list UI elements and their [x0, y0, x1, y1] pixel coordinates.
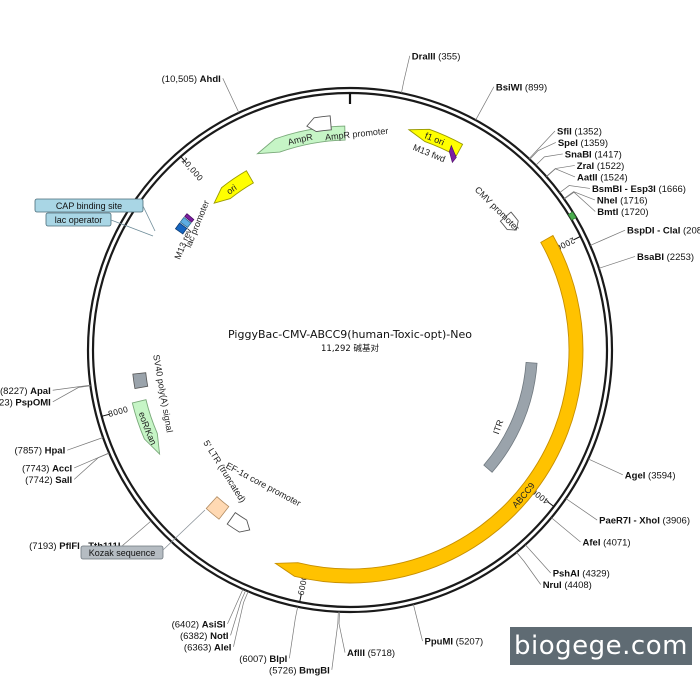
- site-bsiwi: BsiWI (899): [475, 82, 547, 121]
- site-pshai: PshAI (4329): [525, 544, 610, 579]
- cap-binding-site-box: CAP binding site: [34, 198, 156, 232]
- tick-6000: [299, 594, 302, 603]
- svg-text:DraIII (355): DraIII (355): [412, 51, 461, 62]
- site-bsabi: BsaBI (2253): [598, 252, 694, 269]
- svg-text:(8227) ApaI: (8227) ApaI: [0, 386, 51, 397]
- site-alei: (6363) AleI: [184, 591, 249, 653]
- m13-fwd-marker: [449, 144, 457, 164]
- neor-kanr-arrow: [131, 399, 161, 456]
- itr-band: [483, 362, 538, 473]
- svg-text:CAP binding site: CAP binding site: [56, 201, 122, 211]
- tick-label-10000: 10,000: [179, 156, 204, 183]
- site-noti: (6382) NotI: [180, 590, 247, 642]
- svg-text:PaeR7I - XhoI (3906): PaeR7I - XhoI (3906): [599, 516, 690, 527]
- site-blpi: (6007) BlpI: [239, 606, 299, 665]
- site-aflii: AflII (5718): [338, 611, 395, 659]
- svg-text:SpeI (1359): SpeI (1359): [558, 138, 608, 149]
- site-nrui: NruI (4408): [516, 552, 592, 591]
- svg-text:BsmBI - Esp3I (1666): BsmBI - Esp3I (1666): [592, 184, 686, 195]
- svg-text:Kozak sequence: Kozak sequence: [89, 548, 156, 558]
- site-aatii: AatII (1524): [546, 168, 628, 183]
- svg-text:BsiWI (899): BsiWI (899): [496, 82, 547, 93]
- cmv-promoter-label: CMV promoter: [473, 185, 521, 233]
- site-sfii: SfiI (1352): [528, 126, 602, 159]
- site-hpai: (7857) HpaI: [15, 437, 104, 457]
- ef1a-promoter-arrow: [226, 511, 251, 533]
- lac-operator-box: lac operator: [45, 212, 154, 237]
- tick-10000: [180, 156, 187, 163]
- lac-marker-2: [179, 216, 192, 229]
- abcc9-arrow: [274, 234, 584, 584]
- svg-text:AfeI (4071): AfeI (4071): [583, 537, 631, 548]
- svg-text:(8223) PspOMI: (8223) PspOMI: [0, 397, 51, 408]
- svg-text:(5726) BmgBI: (5726) BmgBI: [269, 665, 330, 676]
- tick-label-8000: 8000: [107, 405, 129, 419]
- f1-ori-arrow: [407, 128, 464, 157]
- site-apai: (8227) ApaI: [0, 384, 91, 397]
- site-draiii: DraIII (355): [401, 51, 461, 94]
- restriction-sites: DraIII (355) BsiWI (899) SfiI (1352)SpeI (…: [0, 51, 700, 676]
- svg-text:(7742) SalI: (7742) SalI: [25, 475, 72, 486]
- ltr-band: [205, 496, 230, 520]
- svg-text:NheI (1716): NheI (1716): [597, 195, 648, 206]
- backbone-outer: [86, 86, 614, 614]
- site-bmti: BmtI (1720): [563, 191, 649, 218]
- svg-text:(6007) BlpI: (6007) BlpI: [239, 654, 287, 665]
- site-paer7i-xhoi: PaeR7I - XhoI (3906): [565, 498, 690, 527]
- site-spei: SpeI (1359): [529, 138, 608, 160]
- tick-label-6000: 6000: [297, 574, 310, 596]
- svg-text:(10,505) AhdI: (10,505) AhdI: [162, 74, 221, 85]
- lac-marker-3: [184, 213, 195, 223]
- svg-text:BmtI (1720): BmtI (1720): [597, 207, 648, 218]
- plasmid-size: 11,292 碱基对: [321, 343, 379, 354]
- svg-text:(6382) NotI: (6382) NotI: [180, 631, 229, 642]
- itr-label: ITR: [491, 418, 506, 436]
- ampr-promoter-arrow: [306, 115, 332, 133]
- lac-marker-1: [174, 222, 188, 235]
- svg-text:BspDI - ClaI (2085): BspDI - ClaI (2085): [627, 226, 700, 237]
- kozak-sequence-box: Kozak sequence: [80, 509, 206, 560]
- svg-text:AflII (5718): AflII (5718): [347, 648, 395, 659]
- svg-text:NruI (4408): NruI (4408): [543, 580, 592, 591]
- site-agei: AgeI (3594): [588, 458, 676, 481]
- svg-text:ZraI (1522): ZraI (1522): [577, 161, 625, 172]
- svg-text:BsaBI (2253): BsaBI (2253): [637, 252, 694, 263]
- sv40-polya-band: [132, 372, 149, 390]
- site-bspdi-clai: BspDI - ClaI (2085): [590, 226, 700, 246]
- site-nhei: NheI (1716): [563, 191, 648, 206]
- svg-text:SfiI (1352): SfiI (1352): [557, 126, 602, 137]
- tick-4000: [547, 501, 555, 507]
- site-ppumi: PpuMI (5207): [413, 604, 484, 648]
- svg-text:lac operator: lac operator: [55, 215, 103, 225]
- svg-text:AgeI (3594): AgeI (3594): [625, 470, 676, 481]
- site-bmgbi: (5726) BmgBI: [269, 611, 339, 676]
- svg-text:PshAI (4329): PshAI (4329): [553, 568, 610, 579]
- site-pspomi: (8223) PspOMI: [0, 385, 91, 408]
- watermark: biogege.com: [510, 627, 692, 665]
- site-ahdi: (10,505) AhdI: [162, 74, 240, 113]
- site-bsmbi-esp3i: BsmBI - Esp3I (1666): [559, 184, 686, 195]
- site-afei: AfeI (4071): [551, 517, 631, 548]
- small-features: [132, 115, 577, 533]
- tick-2000: [573, 235, 581, 241]
- svg-text:SnaBI (1417): SnaBI (1417): [565, 149, 622, 160]
- ori-arrow: [213, 170, 255, 204]
- cmv-promoter-arrow: [499, 211, 519, 231]
- site-sali: (7742) SalI: [25, 452, 110, 486]
- plasmid-title: PiggyBac-CMV-ABCC9(human-Toxic-opt)-Neo: [228, 328, 472, 341]
- svg-text:(6363) AleI: (6363) AleI: [184, 642, 232, 653]
- ampr-arrow: [256, 125, 346, 155]
- site-asisi: (6402) AsiSI: [172, 589, 244, 630]
- svg-text:AatII (1524): AatII (1524): [577, 172, 628, 183]
- green-marker: [567, 211, 577, 221]
- svg-text:(7857) HpaI: (7857) HpaI: [15, 446, 66, 457]
- site-snabi: SnaBI (1417): [535, 149, 622, 166]
- tick-8000: [101, 413, 110, 417]
- svg-text:PpuMI (5207): PpuMI (5207): [425, 637, 484, 648]
- svg-text:(6402) AsiSI: (6402) AsiSI: [172, 619, 226, 630]
- sv40-label: SV40 poly(A) signal: [151, 354, 175, 434]
- svg-text:(7743) AccI: (7743) AccI: [22, 463, 72, 474]
